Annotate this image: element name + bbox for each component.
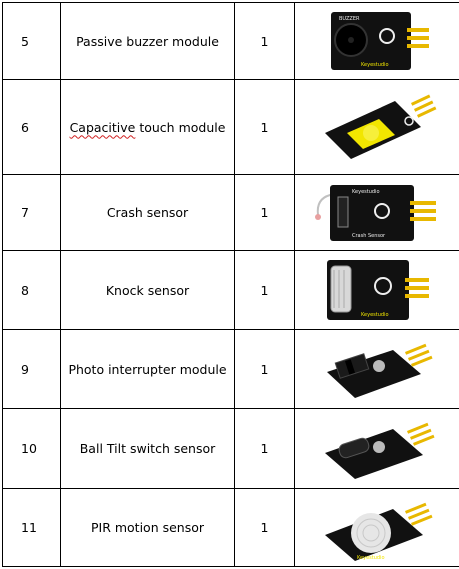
table-row: 5 Passive buzzer module 1 BUZZER Keyestu…	[2, 2, 459, 80]
spellcheck-word: Capacitive	[69, 119, 136, 135]
row-number: 8	[2, 250, 61, 330]
component-photo: BUZZER Keyestudio	[294, 2, 459, 80]
row-number: 5	[2, 2, 61, 80]
component-name: Crash sensor	[60, 174, 235, 251]
buzzer-module-image: BUZZER Keyestudio	[331, 12, 429, 70]
pir-sensor-image: Keyestudio	[325, 502, 433, 561]
component-photo: Keyestudio	[294, 250, 459, 330]
quantity: 1	[234, 250, 295, 330]
component-photo	[294, 408, 459, 489]
component-name: Photo interrupter module	[60, 329, 235, 409]
brand-label: Keyestudio	[361, 312, 389, 318]
brand-label: Keyestudio	[361, 62, 389, 68]
row-number: 9	[2, 329, 61, 409]
component-name: Passive buzzer module	[60, 2, 235, 80]
table-row: 11 PIR motion sensor 1 Keyestudio	[2, 488, 459, 567]
board-label: Crash Sensor	[352, 233, 386, 239]
component-photo	[294, 329, 459, 409]
quantity: 1	[234, 174, 295, 251]
brand-label: Keyestudio	[357, 555, 385, 561]
table-row: 8 Knock sensor 1 Keyestudio	[2, 250, 459, 330]
component-name: Capacitive touch module	[60, 79, 235, 175]
row-number: 6	[2, 79, 61, 175]
quantity: 1	[234, 408, 295, 489]
table-row: 7 Crash sensor 1 Keyestudio Crash Sensor	[2, 174, 459, 251]
name-rest: touch module	[135, 119, 226, 135]
table-row: 10 Ball Tilt switch sensor 1	[2, 408, 459, 489]
component-name: PIR motion sensor	[60, 488, 235, 567]
component-photo	[294, 79, 459, 175]
touch-module-image	[325, 94, 437, 159]
component-name: Knock sensor	[60, 250, 235, 330]
photo-interrupter-image	[327, 343, 433, 398]
component-photo: Keyestudio	[294, 488, 459, 567]
row-number: 11	[2, 488, 61, 567]
row-number: 10	[2, 408, 61, 489]
crash-sensor-image: Keyestudio Crash Sensor	[315, 184, 436, 241]
brand-label: Keyestudio	[352, 189, 380, 195]
table-row: 9 Photo interrupter module 1	[2, 329, 459, 409]
knock-sensor-image: Keyestudio	[327, 260, 429, 320]
table-row: 6 Capacitive touch module 1	[2, 79, 459, 175]
row-number: 7	[2, 174, 61, 251]
quantity: 1	[234, 2, 295, 80]
tilt-switch-image	[325, 422, 435, 479]
quantity: 1	[234, 329, 295, 409]
board-label: BUZZER	[339, 16, 360, 22]
quantity: 1	[234, 488, 295, 567]
component-photo: Keyestudio Crash Sensor	[294, 174, 459, 251]
quantity: 1	[234, 79, 295, 175]
component-name: Ball Tilt switch sensor	[60, 408, 235, 489]
